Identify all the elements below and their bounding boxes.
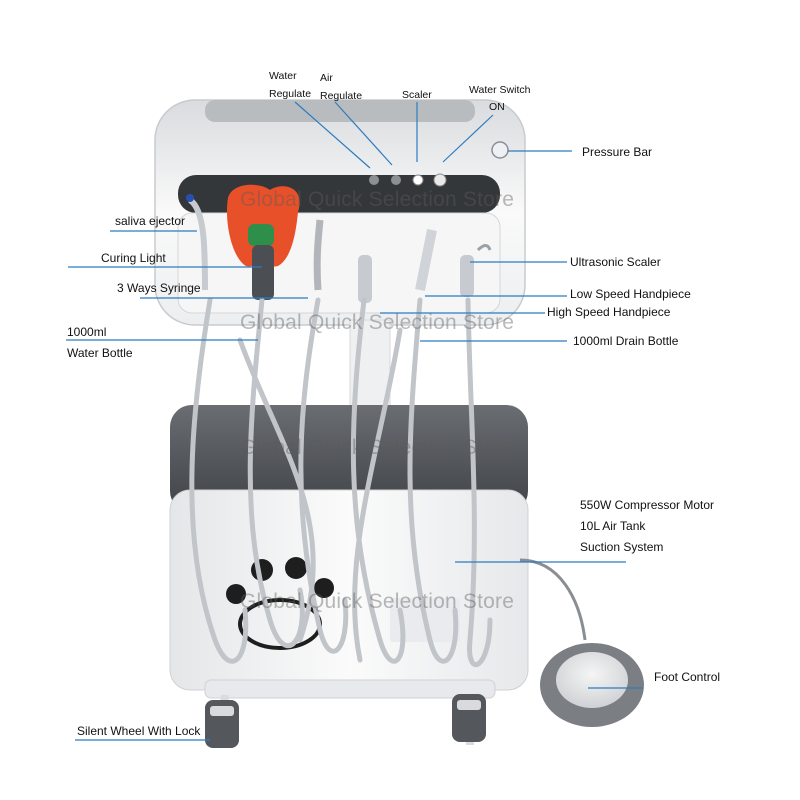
label-suction-system: Suction System [580, 540, 664, 554]
label-ultrasonic-scaler: Ultrasonic Scaler [570, 255, 661, 269]
label-pressure-bar: Pressure Bar [582, 145, 653, 159]
label-air-regulate-1: Air [320, 72, 333, 84]
label-water-regulate-2: Regulate [269, 88, 312, 100]
label-curing-light: Curing Light [101, 251, 166, 265]
label-drain-bottle: 1000ml Drain Bottle [573, 334, 679, 348]
line-water-switch [442, 114, 494, 163]
foot-pedal [540, 643, 644, 727]
label-high-speed-handpiece: High Speed Handpiece [547, 305, 671, 319]
label-three-way-syringe: 3 Ways Syringe [117, 281, 201, 295]
label-low-speed-handpiece: Low Speed Handpiece [570, 287, 691, 301]
label-foot-control: Foot Control [654, 670, 721, 684]
watermark-2: Global Quick Selection Store [240, 311, 515, 334]
callout-lines [66, 101, 643, 741]
label-air-tank: 10L Air Tank [580, 519, 646, 533]
tooth-model [226, 184, 300, 267]
pressure-gauge [491, 141, 509, 159]
watermark-3: Global Quick Selection Store [240, 436, 515, 459]
foot-pedal-hose [519, 558, 587, 641]
wheel-right [452, 694, 486, 742]
label-water-bottle-1: 1000ml [67, 325, 107, 339]
hoses [189, 297, 493, 667]
top-console [154, 99, 526, 326]
label-air-regulate-2: Regulate [320, 90, 363, 102]
label-scaler: Scaler [402, 89, 432, 101]
label-water-switch-2: ON [489, 101, 505, 113]
watermark-1: Global Quick Selection Store [240, 188, 515, 211]
label-compressor-motor: 550W Compressor Motor [580, 498, 715, 512]
wheel-left [205, 700, 239, 748]
label-silent-wheel: Silent Wheel With Lock [77, 724, 201, 738]
watermark-4: Global Quick Selection Store [240, 590, 515, 613]
line-air-regulate [334, 101, 393, 166]
control-knobs [369, 173, 447, 187]
line-water-regulate [294, 101, 371, 169]
instrument-holders [186, 194, 492, 303]
base-frame [204, 679, 496, 746]
base-cabinet [169, 405, 529, 691]
label-water-bottle-2: Water Bottle [67, 346, 133, 360]
label-water-regulate-1: Water [269, 70, 297, 82]
label-water-switch-1: Water Switch [469, 84, 531, 96]
label-saliva-ejector: saliva ejector [115, 214, 186, 228]
